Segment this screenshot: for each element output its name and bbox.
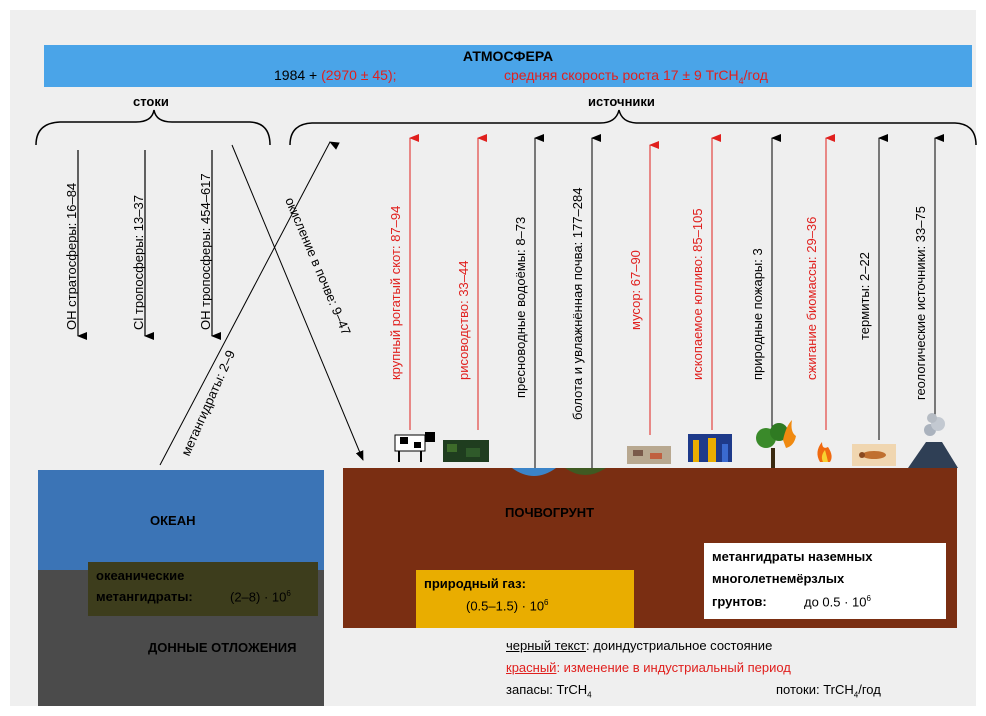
ocean-hydrates-value: (2–8) · 106 <box>230 589 291 604</box>
sink-label-oh-troposphere: OH тропосферы: 454–617 <box>198 173 213 330</box>
source-label-wildfire: природные пожары: 3 <box>750 248 765 380</box>
sources-brace <box>289 109 977 146</box>
volcano-icon <box>908 413 958 468</box>
cow-icon <box>394 432 435 462</box>
ocean-box <box>38 470 324 570</box>
ocean-label: ОКЕАН <box>150 513 196 528</box>
source-label-termites: термиты: 2–22 <box>857 252 872 340</box>
wetland-icon <box>565 468 606 475</box>
permafrost-value: до 0.5 · 106 <box>804 594 871 609</box>
atmosphere-title: АТМОСФЕРА <box>462 48 554 64</box>
legend-black: черный текст: доиндустриальное состояние <box>506 638 772 653</box>
legend-stocks-units: запасы: TrCH4 <box>506 682 592 700</box>
soil-oxidation-arrow <box>231 144 364 461</box>
atmosphere-amount: 1984 + (2970 ± 45); <box>274 67 397 83</box>
ocean-hydrates-subtitle: метангидраты: <box>96 589 193 604</box>
legend-red-key: красный <box>506 660 557 675</box>
source-label-landfill: мусор: 67–90 <box>628 250 643 330</box>
stocks-units-text: запасы: TrCH <box>506 682 588 697</box>
wildfire-icon <box>756 420 796 468</box>
permafrost-title: метангидраты наземных <box>712 549 873 564</box>
growth-rate-text: средняя скорость роста 17 ± 9 TrCH <box>504 67 739 83</box>
sediment-label: ДОННЫЕ ОТЛОЖЕНИЯ <box>148 640 297 655</box>
permafrost-number: до 0.5 · 10 <box>804 594 867 610</box>
permafrost-line3: грунтов: <box>712 594 767 609</box>
flows-units-text: потоки: TrCH <box>776 682 854 697</box>
atmosphere-amount-base: 1984 + <box>274 67 322 83</box>
source-label-rice: рисоводство: 33–44 <box>456 260 471 380</box>
sinks-header: стоки <box>133 94 169 109</box>
source-label-freshwater: пресноводные водоёмы: 8–73 <box>513 216 528 398</box>
source-label-cattle: крупный рогатый скот: 87–94 <box>388 205 403 380</box>
permafrost-subtitle: многолетнемёрзлых <box>712 571 845 586</box>
ocean-hydrates-box: океанические метангидраты: (2–8) · 106 <box>88 562 318 616</box>
termite-icon <box>852 444 896 466</box>
ocean-hydrates-number: (2–8) · 10 <box>230 589 287 605</box>
source-label-geologic: геологические источники: 33–75 <box>913 206 928 400</box>
legend-red-desc: : изменение в индустриальный период <box>556 660 791 675</box>
atmosphere-growth-rate: средняя скорость роста 17 ± 9 TrCH4/год <box>504 67 768 86</box>
legend-black-key: черный текст <box>506 638 586 653</box>
natural-gas-title: природный газ: <box>424 576 526 591</box>
sink-label-oh-stratosphere: OH стратосферы: 16–84 <box>64 182 79 330</box>
atmosphere-amount-change: (2970 ± 45); <box>321 67 397 83</box>
refinery-icon <box>688 434 732 462</box>
landfill-icon <box>627 446 671 464</box>
legend-black-desc: : доиндустриальное состояние <box>585 638 773 653</box>
ocean-hydrates-exponent: 6 <box>286 589 291 598</box>
source-label-biomass: сжигание биомассы: 29–36 <box>804 216 819 380</box>
natural-gas-value: (0.5–1.5) · 106 <box>466 598 549 613</box>
natural-gas-box: природный газ: (0.5–1.5) · 106 <box>416 570 634 628</box>
natural-gas-number: (0.5–1.5) · 10 <box>466 598 545 614</box>
sources-header: источники <box>588 94 655 109</box>
growth-rate-unit: /год <box>743 67 768 83</box>
stocks-units-subscript: 4 <box>587 690 592 700</box>
lake-icon <box>512 468 556 476</box>
flame-icon <box>817 442 832 462</box>
source-label-fossil-fuel: ископаемое юпливо: 85–105 <box>690 208 705 380</box>
natural-gas-exponent: 6 <box>544 598 549 607</box>
permafrost-exponent: 6 <box>866 594 871 603</box>
flows-units-subscript: 4 <box>853 690 859 700</box>
ocean-hydrates-title: океанические <box>96 568 185 583</box>
rice-field-icon <box>443 440 489 462</box>
sinks-brace <box>35 109 271 146</box>
permafrost-box: метангидраты наземных многолетнемёрзлых … <box>704 543 946 619</box>
hydrate-flux-arrow <box>159 141 340 466</box>
legend-red: красный: изменение в индустриальный пери… <box>506 660 791 675</box>
atmosphere-banner: АТМОСФЕРА 1984 + (2970 ± 45); средняя ск… <box>44 45 972 87</box>
flows-units-suffix: /год <box>858 682 881 697</box>
legend-flows-units: потоки: TrCH4/год <box>776 682 881 700</box>
soil-label: ПОЧВОГРУНТ <box>505 505 595 520</box>
sink-label-cl-troposphere: Cl тропосферы: 13–37 <box>131 195 146 330</box>
source-label-wetlands: болота и увлажнённая почва: 177–284 <box>570 187 585 420</box>
growth-rate-subscript: 4 <box>738 75 744 86</box>
